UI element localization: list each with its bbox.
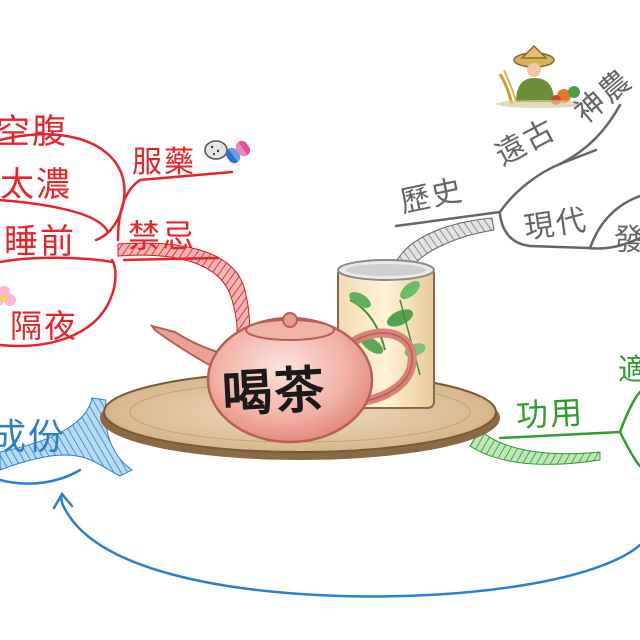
taboo-label: 禁忌 [128,217,197,255]
taboo-sub-empty-stomach: 空腹 [0,112,68,152]
effect-branch-trunk [469,429,601,465]
farmer-shennong-icon [496,44,584,108]
teapot-icon [149,312,417,444]
taboo-sub-overnight: 隔夜 [10,307,79,345]
taboo-sub-too-strong: 太濃 [0,165,72,205]
pill-capsule-icon [204,140,251,164]
cycle-arrow [60,492,640,598]
history-sub-develop: 發 [614,223,640,258]
history-lines [394,103,640,250]
flower-icon [0,286,16,306]
taboo-lines [0,133,234,348]
ingredient-branch-trunk [0,397,133,477]
effect-lines [498,390,640,468]
ingredient-label: 成份 [0,417,67,458]
taboo-sub-medicine: 服藥 [132,145,196,180]
history-sub-modern: 現代 [521,202,591,247]
center-topic: 喝茶 [220,359,328,424]
ingredient-lines [0,468,640,598]
taboo-sub-before-sleep: 睡前 [4,222,76,262]
effect-sub-partial: 適 [618,353,640,388]
effect-label: 功用 [515,393,585,435]
